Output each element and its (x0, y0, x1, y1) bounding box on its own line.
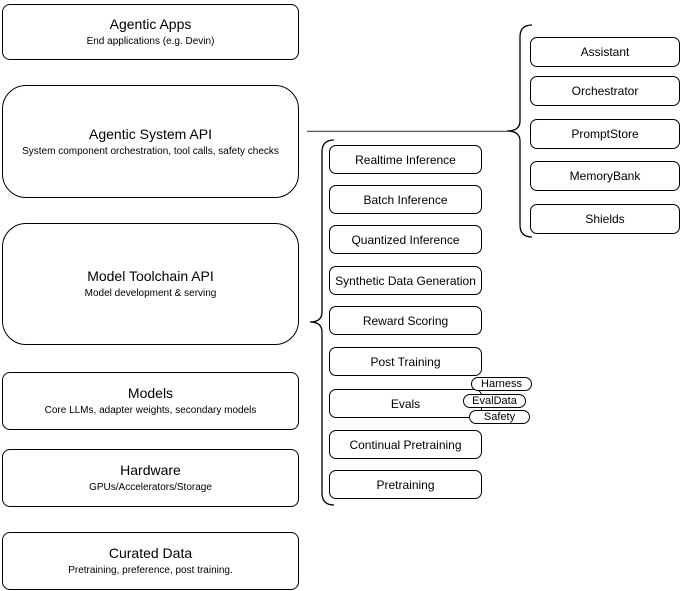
node-reward-scoring: Reward Scoring (329, 306, 482, 335)
node-agentic-apps: Agentic Apps End applications (e.g. Devi… (2, 4, 299, 60)
node-model-toolchain-api: Model Toolchain API Model development & … (2, 223, 299, 345)
node-batch-inference: Batch Inference (329, 185, 482, 214)
node-title: Agentic System API (89, 125, 212, 142)
node-title: Model Toolchain API (87, 268, 214, 284)
node-synthetic-data-generation: Synthetic Data Generation (329, 266, 482, 295)
node-subtitle: Model development & serving (84, 288, 217, 299)
node-orchestrator: Orchestrator (530, 76, 680, 106)
node-title: Hardware (120, 462, 181, 478)
node-post-training: Post Training (329, 347, 482, 376)
node-pretraining: Pretraining (329, 470, 482, 499)
node-evals: Evals (329, 389, 482, 418)
node-hardware: Hardware GPUs/Accelerators/Storage (2, 449, 299, 507)
node-memorybank: MemoryBank (530, 161, 680, 191)
tag-harness: Harness (471, 377, 532, 391)
node-continual-pretraining: Continual Pretraining (329, 430, 482, 459)
node-subtitle: End applications (e.g. Devin) (86, 36, 215, 47)
tag-safety: Safety (469, 410, 530, 424)
node-subtitle: System component orchestration, tool cal… (22, 145, 279, 157)
node-subtitle: Pretraining, preference, post training. (68, 565, 233, 576)
node-shields: Shields (530, 204, 680, 234)
node-agentic-system-api: Agentic System API System component orch… (2, 85, 299, 198)
node-models: Models Core LLMs, adapter weights, secon… (2, 372, 299, 430)
node-realtime-inference: Realtime Inference (329, 145, 482, 174)
node-assistant: Assistant (530, 37, 680, 67)
node-curated-data: Curated Data Pretraining, preference, po… (2, 532, 299, 590)
node-title: Models (127, 385, 174, 401)
node-promptstore: PromptStore (530, 119, 680, 149)
system-brace (506, 24, 533, 238)
node-subtitle: GPUs/Accelerators/Storage (89, 482, 212, 493)
node-subtitle: Core LLMs, adapter weights, secondary mo… (44, 405, 257, 416)
node-title: Agentic Apps (109, 16, 192, 32)
node-quantized-inference: Quantized Inference (329, 225, 482, 254)
tag-evaldata: EvalData (463, 394, 526, 408)
node-title: Curated Data (108, 545, 193, 561)
